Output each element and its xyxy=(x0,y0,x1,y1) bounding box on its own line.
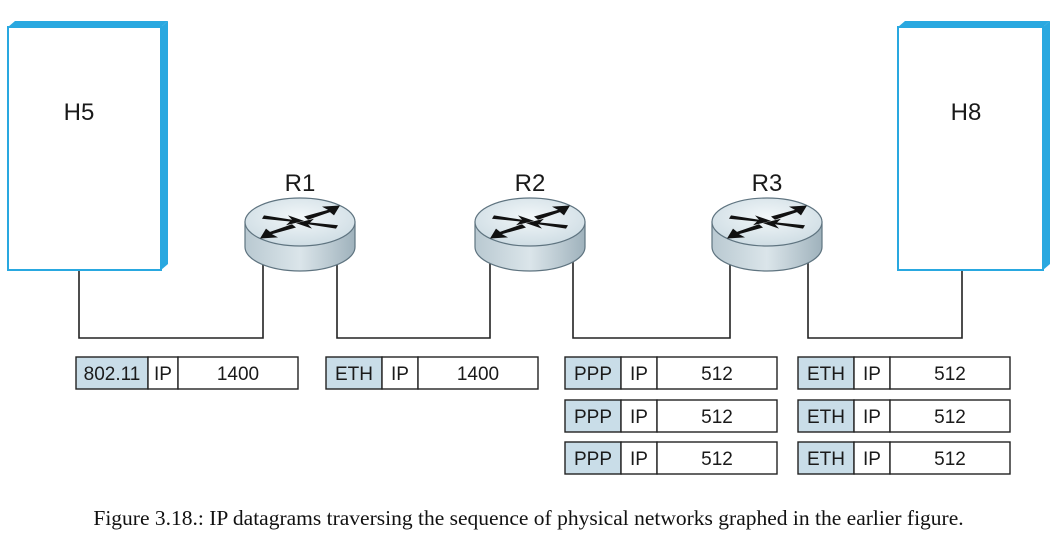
frame-size-cell-text: 1400 xyxy=(217,364,259,385)
frame-size-cell-text: 512 xyxy=(701,364,733,385)
datagram-frame: ETH IP 512 xyxy=(797,356,1011,390)
router-r2-label: R2 xyxy=(515,170,546,197)
frame-size-cell-text: 512 xyxy=(934,449,966,470)
host-h5-edge xyxy=(161,21,168,270)
frame-size-cell xyxy=(656,356,778,390)
router-top xyxy=(244,197,356,247)
frame-size-cell xyxy=(889,399,1011,433)
router-arrows-icon xyxy=(490,205,570,239)
frame-header-cell xyxy=(797,356,855,390)
router-arrows-icon xyxy=(260,205,340,239)
host-h5-box xyxy=(7,26,162,271)
host-h5-label: H5 xyxy=(64,99,95,126)
router-r3: R3 xyxy=(711,170,823,272)
host-h8: H8 xyxy=(897,21,1050,271)
frame-size-cell xyxy=(656,441,778,475)
datagram-frame: ETH IP 512 xyxy=(797,399,1011,433)
datagram-frame: 802.11 IP 1400 xyxy=(75,356,299,390)
host-h8-label: H8 xyxy=(951,99,982,126)
host-h5-top-edge xyxy=(8,21,168,27)
frame-header-cell-text: 802.11 xyxy=(84,364,141,385)
frame-protocol-cell-text: IP xyxy=(630,407,648,428)
router-arrows-icon xyxy=(727,205,807,239)
datagram-frame: ETH IP 512 xyxy=(797,441,1011,475)
datagram-frame: PPP IP 512 xyxy=(564,441,778,475)
frame-protocol-cell-text: IP xyxy=(863,449,881,470)
datagram-group-r1-r2: ETH IP 1400 xyxy=(325,356,539,390)
frame-header-cell xyxy=(564,356,622,390)
host-h8-edge xyxy=(1043,21,1050,270)
frame-protocol-cell xyxy=(853,356,891,390)
frame-header-cell xyxy=(75,356,149,390)
frame-protocol-cell xyxy=(381,356,419,390)
frame-header-cell-text: PPP xyxy=(574,364,612,385)
frame-header-cell xyxy=(797,441,855,475)
router-top xyxy=(474,197,586,247)
datagram-frame: PPP IP 512 xyxy=(564,356,778,390)
frame-protocol-cell-text: IP xyxy=(863,364,881,385)
frame-protocol-cell xyxy=(853,441,891,475)
frame-size-cell-text: 512 xyxy=(701,449,733,470)
frame-protocol-cell xyxy=(620,441,658,475)
frame-protocol-cell xyxy=(620,399,658,433)
router-r1-label: R1 xyxy=(285,170,316,197)
frame-header-cell-text: ETH xyxy=(807,407,845,428)
figure-caption: Figure 3.18.: IP datagrams traversing th… xyxy=(93,506,964,530)
router-r1: R1 xyxy=(244,170,356,272)
datagram-frame: ETH IP 1400 xyxy=(325,356,539,390)
frame-header-cell-text: PPP xyxy=(574,407,612,428)
frame-header-cell-text: ETH xyxy=(807,364,845,385)
frame-size-cell xyxy=(656,399,778,433)
frame-size-cell xyxy=(889,441,1011,475)
link-h5-r1 xyxy=(78,259,264,339)
frame-header-cell xyxy=(564,399,622,433)
frame-size-cell-text: 512 xyxy=(934,364,966,385)
frame-protocol-cell xyxy=(853,399,891,433)
datagram-frame: PPP IP 512 xyxy=(564,399,778,433)
frame-header-cell-text: ETH xyxy=(807,449,845,470)
router-r2: R2 xyxy=(474,170,586,272)
frame-size-cell-text: 512 xyxy=(934,407,966,428)
routers: R1 R2 R3 xyxy=(244,170,823,272)
frame-size-cell xyxy=(177,356,299,390)
host-h5: H5 xyxy=(7,21,168,271)
router-r3-label: R3 xyxy=(752,170,783,197)
frame-protocol-cell-text: IP xyxy=(863,407,881,428)
frame-protocol-cell-text: IP xyxy=(630,364,648,385)
frame-protocol-cell-text: IP xyxy=(630,449,648,470)
link-r2-r3 xyxy=(572,259,731,339)
frame-protocol-cell-text: IP xyxy=(154,364,172,385)
link-r3-h8 xyxy=(807,259,963,339)
frame-protocol-cell-text: IP xyxy=(391,364,409,385)
host-h8-box xyxy=(897,26,1044,271)
frame-header-cell-text: PPP xyxy=(574,449,612,470)
frame-size-cell xyxy=(889,356,1011,390)
frame-size-cell-text: 512 xyxy=(701,407,733,428)
host-h8-top-edge xyxy=(898,21,1050,27)
frame-header-cell-text: ETH xyxy=(335,364,373,385)
datagram-group-h5-r1: 802.11 IP 1400 xyxy=(75,356,299,390)
router-top xyxy=(711,197,823,247)
frame-header-cell xyxy=(564,441,622,475)
frame-size-cell xyxy=(417,356,539,390)
frame-size-cell-text: 1400 xyxy=(457,364,499,385)
network-links xyxy=(78,259,963,339)
link-r1-r2 xyxy=(336,259,491,339)
